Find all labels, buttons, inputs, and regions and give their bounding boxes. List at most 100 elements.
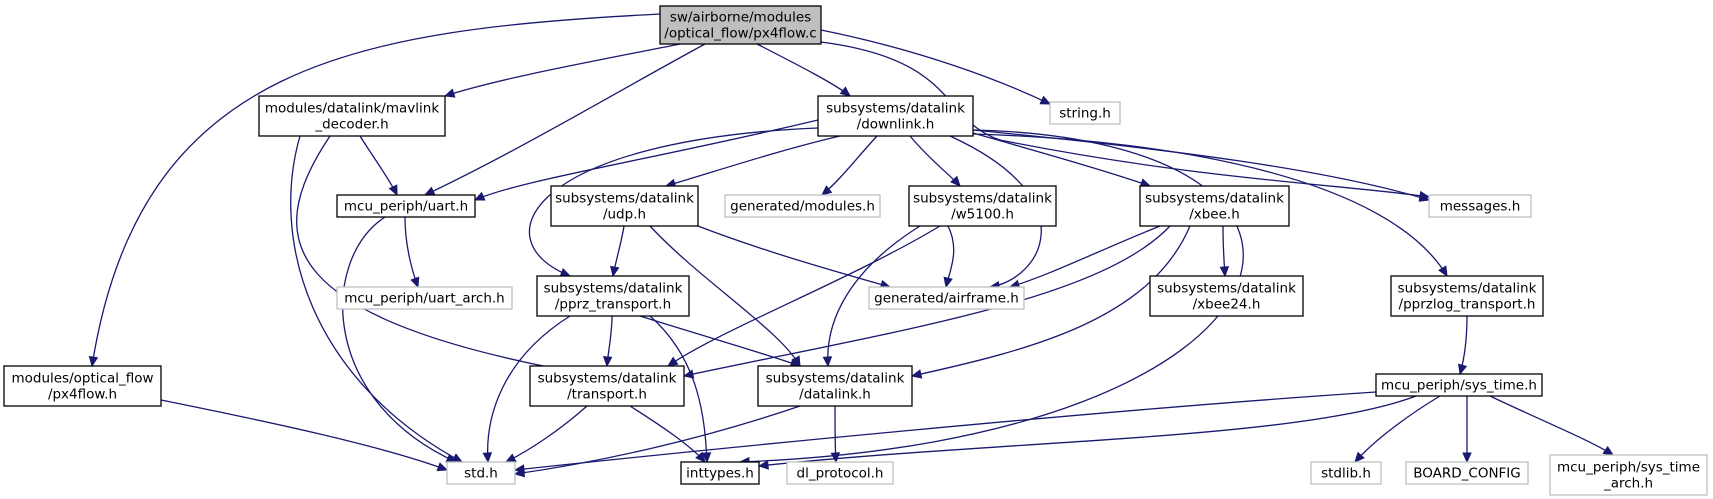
edge-px4flow_c-to-px4flow_h xyxy=(88,13,661,368)
node-inttypes-h[interactable]: inttypes.h xyxy=(680,461,760,485)
node-xbee24-h[interactable]: subsystems/datalink/xbee24.h xyxy=(1149,275,1304,317)
node-box xyxy=(1049,101,1121,125)
node-pprzlog-transport-h[interactable]: subsystems/datalink/pprzlog_transport.h xyxy=(1390,275,1544,317)
edge-line xyxy=(821,135,878,196)
edge-arrowhead xyxy=(1039,95,1052,105)
node-label-line: subsystems/datalink xyxy=(826,101,965,117)
edge-line xyxy=(1009,225,1161,288)
node-board-config: BOARD_CONFIG xyxy=(1405,461,1529,485)
edge-line xyxy=(972,132,1151,187)
edge-mavlink_decoder_h-to-transport_h xyxy=(296,135,592,379)
edge-arrowhead xyxy=(602,356,613,368)
edge-sys_time_h-to-stdlib_h xyxy=(1354,395,1441,463)
edge-mavlink_decoder_h-to-uart_h xyxy=(359,135,398,197)
node-udp-h[interactable]: subsystems/datalink/udp.h xyxy=(550,185,699,227)
node-uart-h[interactable]: mcu_periph/uart.h xyxy=(336,194,476,218)
node-label-line: /optical_flow/px4flow.c xyxy=(664,26,816,42)
node-generated-airframe-h: generated/airframe.h xyxy=(868,286,1025,310)
edge-line xyxy=(404,216,419,288)
node-box xyxy=(336,286,513,310)
edge-line xyxy=(639,315,801,367)
node-mavlink-decoder-h[interactable]: modules/datalink/mavlink_decoder.h xyxy=(258,95,446,137)
node-label-line: modules/datalink/mavlink xyxy=(265,101,439,117)
edge-arrowhead xyxy=(436,462,449,472)
node-downlink-h[interactable]: subsystems/datalink/downlink.h xyxy=(817,95,974,137)
edge-downlink_h-to-w5100_h xyxy=(909,135,961,187)
edge-px4flow_c-to-string_h xyxy=(820,29,1052,105)
edge-line xyxy=(486,315,571,463)
node-xbee-h[interactable]: subsystems/datalink/xbee.h xyxy=(1139,185,1290,227)
edge-arrowhead xyxy=(473,191,486,201)
node-label-line: string.h xyxy=(1059,106,1111,122)
node-label-line: /w5100.h xyxy=(951,207,1014,223)
edge-arrowhead xyxy=(410,276,420,289)
edge-xbee_h-to-generated_airframe_h xyxy=(1008,225,1161,289)
node-label-line: inttypes.h xyxy=(686,466,754,482)
node-label-line: subsystems/datalink xyxy=(544,281,683,297)
node-box xyxy=(1139,185,1290,227)
node-label-line: messages.h xyxy=(1440,199,1521,215)
edge-downlink_h-to-udp_h xyxy=(664,135,841,188)
node-px4flow-c[interactable]: sw/airborne/modules/optical_flow/px4flow… xyxy=(659,5,822,45)
edge-sys_time_h-to-board_config xyxy=(1462,396,1472,464)
node-box xyxy=(659,5,822,45)
node-label-line: mcu_periph/uart.h xyxy=(344,199,468,215)
edge-arrowhead xyxy=(1354,451,1365,463)
edge-line xyxy=(665,135,841,187)
node-label-line: /xbee24.h xyxy=(1193,297,1261,313)
edge-arrowhead xyxy=(423,186,436,196)
edge-line xyxy=(972,133,1448,277)
node-w5100-h[interactable]: subsystems/datalink/w5100.h xyxy=(908,185,1057,227)
node-box xyxy=(868,286,1025,310)
edge-line xyxy=(683,225,1171,377)
node-label-line: BOARD_CONFIG xyxy=(1413,466,1521,482)
edge-sys_time_h-to-sys_time_arch_h xyxy=(1489,395,1615,456)
edge-arrowhead xyxy=(821,185,833,196)
edge-arrowhead xyxy=(504,453,517,463)
edge-line xyxy=(296,135,591,376)
node-datalink-h[interactable]: subsystems/datalink/datalink.h xyxy=(757,365,913,407)
edge-arrowhead xyxy=(513,464,525,474)
node-label-line: modules/optical_flow xyxy=(11,371,153,387)
edge-line xyxy=(160,399,448,471)
node-label-line: subsystems/datalink xyxy=(913,191,1052,207)
edge-arrowhead xyxy=(610,265,620,278)
edge-line xyxy=(820,29,1051,105)
node-sys-time-h[interactable]: mcu_periph/sys_time.h xyxy=(1375,373,1543,397)
node-label-line: mcu_periph/sys_time.h xyxy=(1381,378,1537,394)
node-dl-protocol-h: dl_protocol.h xyxy=(786,461,894,485)
edge-px4flow_c-to-downlink_h xyxy=(756,43,851,97)
edge-pprz_transport_h-to-inttypes_h xyxy=(649,315,712,464)
node-label-line: sw/airborne/modules xyxy=(670,10,811,26)
node-label-line: subsystems/datalink xyxy=(538,371,677,387)
edge-pprz_transport_h-to-std_h xyxy=(482,315,571,464)
edge-line xyxy=(820,41,1430,198)
node-px4flow-h[interactable]: modules/optical_flow/px4flow.h xyxy=(3,365,162,407)
edge-sys_time_h-to-std_h xyxy=(513,391,1377,474)
edge-line xyxy=(444,43,681,97)
node-label-line: /pprzlog_transport.h xyxy=(1399,297,1536,313)
edge-udp_h-to-pprz_transport_h xyxy=(610,225,625,278)
node-transport-h[interactable]: subsystems/datalink/transport.h xyxy=(529,365,685,407)
node-label-line: subsystems/datalink xyxy=(555,191,694,207)
edge-arrowhead xyxy=(701,452,712,464)
edge-line xyxy=(290,135,463,463)
edges-layer xyxy=(88,13,1615,478)
node-uart-arch-h: mcu_periph/uart_arch.h xyxy=(336,286,513,310)
node-box xyxy=(446,461,516,485)
node-box xyxy=(786,461,894,485)
node-box xyxy=(1390,275,1544,317)
edge-arrowhead xyxy=(1219,266,1230,278)
node-label-line: generated/airframe.h xyxy=(874,291,1019,307)
node-box xyxy=(680,461,760,485)
node-label-line: dl_protocol.h xyxy=(797,466,884,482)
edge-line xyxy=(91,13,661,367)
node-label-line: _arch.h xyxy=(1603,476,1653,492)
node-pprz-transport-h[interactable]: subsystems/datalink/pprz_transport.h xyxy=(536,275,690,317)
node-label-line: /downlink.h xyxy=(857,117,935,133)
node-box xyxy=(258,95,446,137)
edge-arrowhead xyxy=(1602,445,1615,456)
edge-datalink_h-to-dl_protocol_h xyxy=(830,405,841,464)
edge-line xyxy=(1354,395,1441,463)
